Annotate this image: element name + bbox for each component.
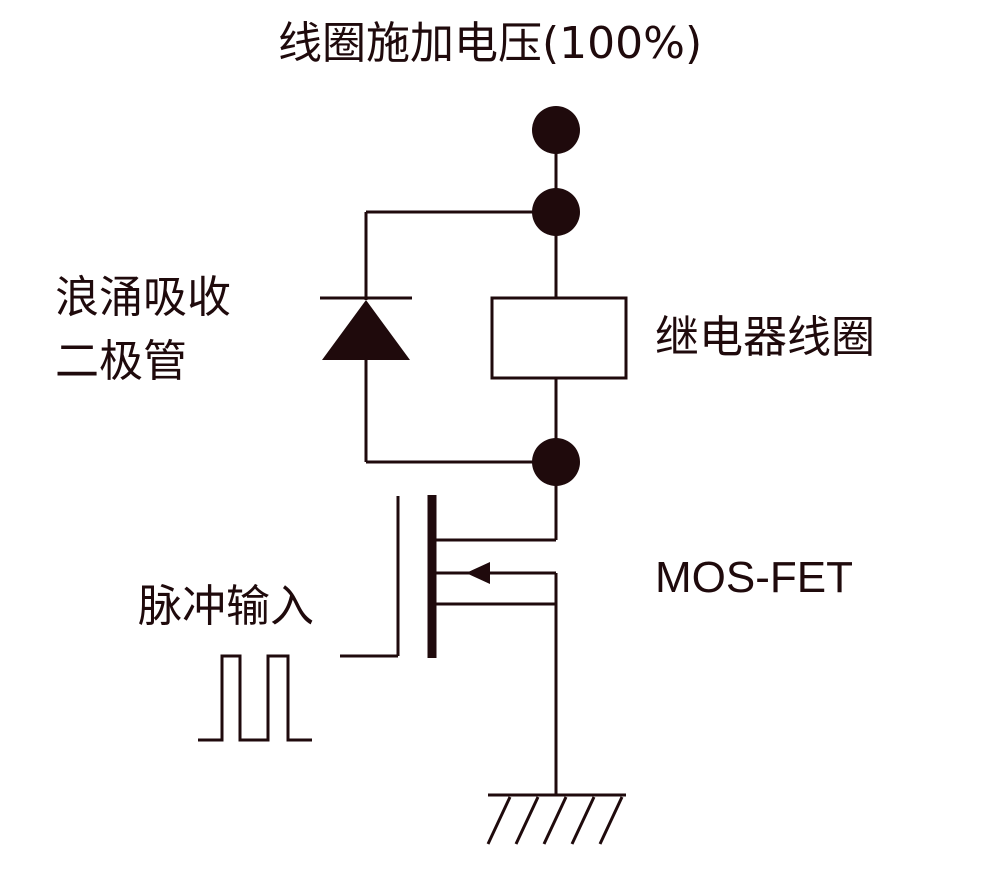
mosfet-arrow xyxy=(466,562,490,584)
relay-coil-label: 继电器线圈 xyxy=(655,312,875,363)
supply-voltage-label: 线圈施加电压(100%) xyxy=(278,18,703,69)
ground-hatch-4 xyxy=(570,796,596,845)
node-bottom xyxy=(532,438,580,486)
ground-hatch-3 xyxy=(542,796,568,845)
snubber-diode-label-line2: 二极管 xyxy=(55,336,187,387)
pulse-waveform xyxy=(198,654,312,742)
mosfet-label: MOS-FET xyxy=(655,553,853,602)
ground-hatch-5 xyxy=(598,796,624,845)
ground-hatch-2 xyxy=(514,796,540,845)
ground-hatch-1 xyxy=(486,796,512,845)
supply-terminal xyxy=(532,106,580,154)
snubber-diode-label-line1: 浪涌吸收 xyxy=(55,272,231,323)
node-top xyxy=(532,188,580,236)
pulse-input-label: 脉冲输入 xyxy=(138,581,314,632)
diode-triangle xyxy=(322,300,410,360)
relay-coil-box xyxy=(490,296,628,380)
